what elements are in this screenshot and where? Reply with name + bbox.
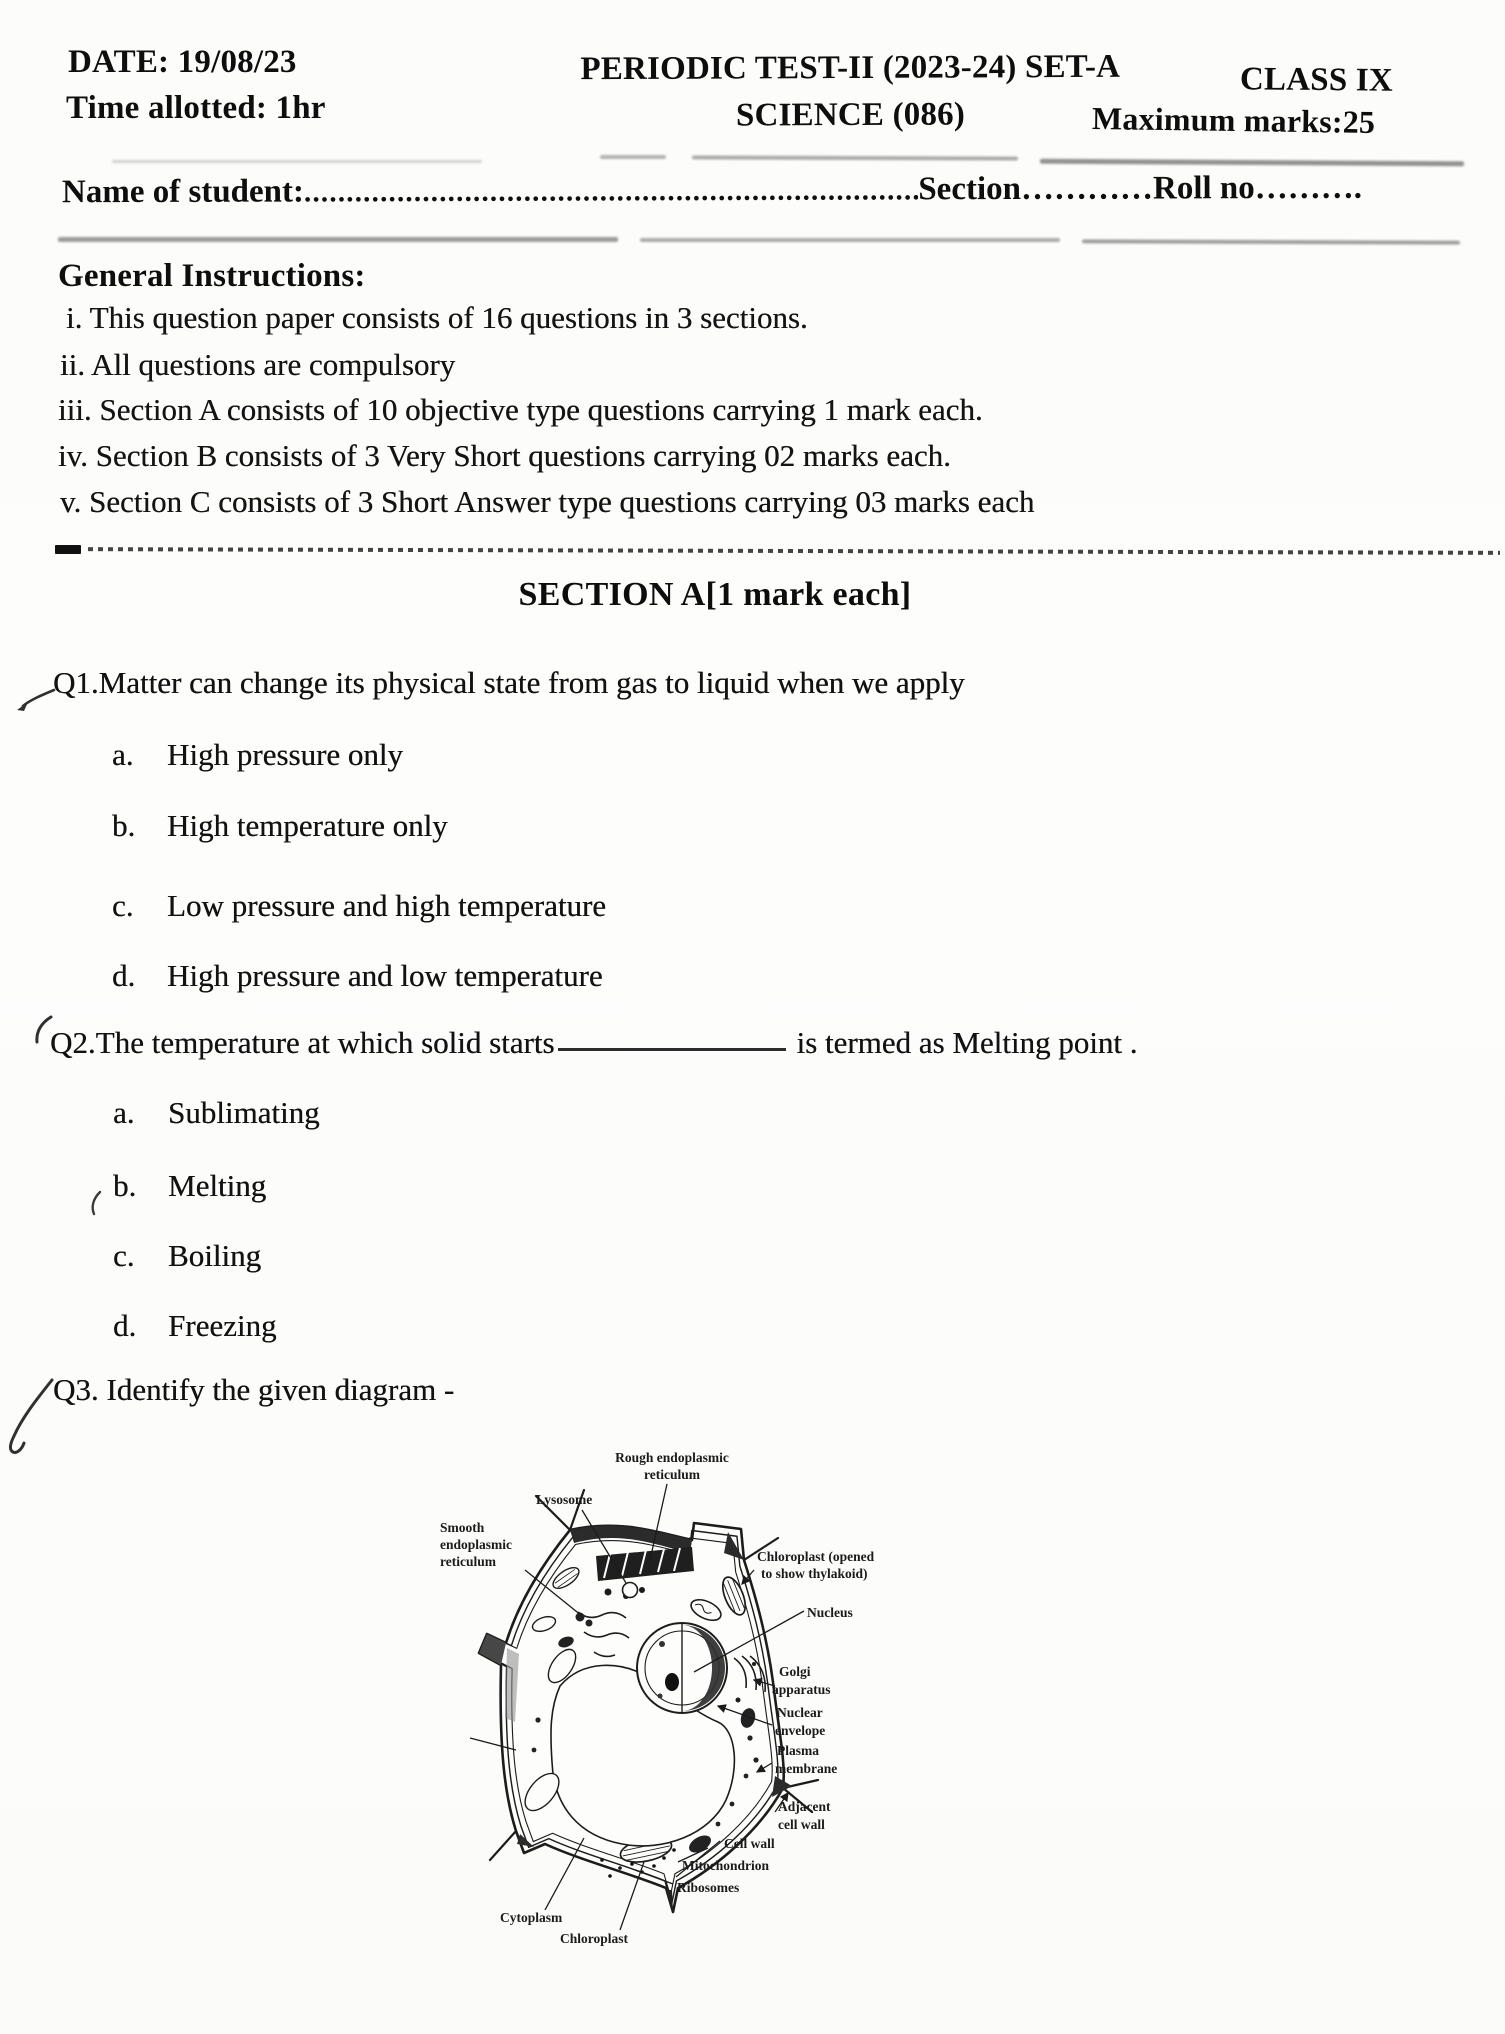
q2-text: Q2.The temperature at which solid starts… bbox=[50, 1025, 1137, 1061]
diagram-label-rough-er: Rough endoplasmic bbox=[615, 1450, 729, 1465]
mitochondrion-shape bbox=[531, 1598, 722, 1853]
diagram-label-rough-er: reticulum bbox=[644, 1467, 701, 1482]
leader-lines bbox=[469, 1483, 805, 1931]
cell-wall-outline bbox=[477, 1488, 820, 1914]
golgi-shape bbox=[733, 1655, 767, 1728]
diagram-label-ribosomes: Ribosomes bbox=[677, 1880, 739, 1895]
diagram-label-nuclear-envelope: Nuclear bbox=[777, 1705, 823, 1720]
diagram-label-plasma-membrane: Plasma bbox=[777, 1743, 819, 1758]
scan-artifact-line bbox=[600, 155, 666, 159]
pen-mark bbox=[9, 1378, 54, 1454]
instruction-item: v. Section C consists of 3 Short Answer … bbox=[60, 484, 1035, 519]
q2-text-before: Q2.The temperature at which solid starts bbox=[50, 1025, 555, 1060]
header-center: PERIODIC TEST-II (2023-24) SET-A SCIENCE… bbox=[450, 0, 1250, 134]
q2-option-a: a. Sublimating bbox=[113, 1095, 320, 1131]
option-key: c. bbox=[112, 888, 134, 923]
scan-artifact-line bbox=[58, 237, 618, 242]
option-key: b. bbox=[113, 1168, 137, 1203]
option-text: Melting bbox=[168, 1168, 267, 1203]
diagram-label-plasma-membrane: membrane bbox=[775, 1761, 837, 1776]
instruction-item: i. This question paper consists of 16 qu… bbox=[66, 300, 808, 335]
answer-blank bbox=[558, 1040, 787, 1051]
diagram-label-cytoplasm: Cytoplasm bbox=[500, 1910, 563, 1925]
roll-dots: ………. bbox=[1254, 169, 1363, 207]
diagram-label-smooth-er: endoplasmic bbox=[440, 1537, 512, 1552]
diagram-label-adjacent-cell-wall: Adjacent bbox=[778, 1799, 831, 1814]
lysosome-shape bbox=[621, 1581, 639, 1599]
diagram-label-nuclear-envelope: envelope bbox=[775, 1723, 825, 1738]
class-label: CLASS IX bbox=[1239, 61, 1394, 99]
instruction-item: ii. All questions are compulsory bbox=[60, 347, 456, 382]
section-dots: ………… bbox=[1020, 170, 1154, 207]
roll-label: Roll no bbox=[1152, 170, 1255, 207]
plant-cell-diagram: Rough endoplasmic reticulum Lysosome Smo… bbox=[440, 1450, 875, 1946]
header-time: Time allotted: 1hr bbox=[66, 90, 326, 126]
pen-mark bbox=[35, 1015, 53, 1044]
q2-option-b: b. Melting bbox=[113, 1168, 266, 1204]
diagram-label-golgi: apparatus bbox=[772, 1682, 831, 1697]
option-key: c. bbox=[113, 1238, 135, 1273]
pen-mark bbox=[91, 1190, 102, 1216]
option-text: Boiling bbox=[168, 1238, 262, 1273]
option-key: b. bbox=[112, 808, 136, 843]
option-key: d. bbox=[113, 1308, 137, 1343]
header-date: DATE: 19/08/23 bbox=[68, 44, 297, 80]
option-key: a. bbox=[113, 1095, 135, 1130]
pen-mark bbox=[17, 688, 56, 711]
instruction-item: iii. Section A consists of 10 objective … bbox=[58, 392, 983, 427]
diagram-label-mitochondrion: Mitochondrion bbox=[682, 1858, 769, 1873]
option-text: Low pressure and high temperature bbox=[167, 888, 607, 923]
option-text: Freezing bbox=[168, 1308, 277, 1343]
vesicle-shape bbox=[524, 1648, 577, 1812]
diagram-label-lysosome: Lysosome bbox=[536, 1492, 592, 1507]
diagram-label-cell-wall: Cell wall bbox=[724, 1836, 775, 1851]
rough-er-shape bbox=[596, 1547, 694, 1599]
q1-option-a: a. High pressure only bbox=[112, 737, 403, 773]
scan-artifact-line bbox=[691, 155, 1019, 161]
diagram-label-golgi: Golgi bbox=[779, 1664, 811, 1679]
section-label: Section bbox=[918, 170, 1022, 208]
option-key: a. bbox=[112, 737, 134, 772]
diagram-label-chloroplast-open: Chloroplast (opened bbox=[757, 1549, 875, 1564]
q2-option-c: c. Boiling bbox=[113, 1238, 261, 1274]
scan-artifact-line bbox=[1039, 158, 1465, 167]
diagram-label-chloroplast: Chloroplast bbox=[560, 1931, 629, 1946]
scan-artifact-line bbox=[640, 238, 1060, 242]
section-divider bbox=[87, 547, 1501, 555]
q3-text: Q3. Identify the given diagram - bbox=[53, 1372, 455, 1407]
scan-artifact-line bbox=[112, 160, 482, 163]
student-info-row: Name of student:........................… bbox=[62, 170, 1362, 212]
option-text: High temperature only bbox=[167, 808, 448, 843]
option-text: High pressure only bbox=[167, 737, 403, 772]
name-dots-leader: ........................................… bbox=[303, 174, 919, 209]
option-key: d. bbox=[112, 958, 136, 993]
q1-option-c: c. Low pressure and high temperature bbox=[112, 888, 606, 924]
q2-option-d: d. Freezing bbox=[113, 1308, 276, 1344]
diagram-label-chloroplast-open: to show thylakoid) bbox=[761, 1566, 868, 1581]
marks-label: Maximum marks:25 bbox=[1091, 100, 1376, 140]
option-text: High pressure and low temperature bbox=[167, 958, 603, 993]
instructions-heading: General Instructions: bbox=[58, 258, 366, 294]
scan-artifact-line bbox=[1081, 239, 1461, 245]
nucleus-shape bbox=[636, 1622, 728, 1714]
q2-text-after: is termed as Melting point . bbox=[796, 1025, 1138, 1060]
instruction-item: iv. Section B consists of 3 Very Short q… bbox=[58, 438, 951, 473]
diagram-label-smooth-er: Smooth bbox=[440, 1520, 485, 1535]
option-text: Sublimating bbox=[168, 1095, 320, 1130]
q1-option-d: d. High pressure and low temperature bbox=[112, 958, 603, 994]
section-a-heading: SECTION A[1 mark each] bbox=[518, 576, 912, 613]
q1-text: Q1.Matter can change its physical state … bbox=[53, 665, 965, 700]
diagram-label-adjacent-cell-wall: cell wall bbox=[778, 1817, 825, 1832]
smooth-er-shape bbox=[558, 1611, 630, 1668]
diagram-label-nucleus: Nucleus bbox=[807, 1605, 853, 1620]
exam-title: PERIODIC TEST-II (2023-24) SET-A bbox=[580, 48, 1121, 88]
diagram-label-smooth-er: reticulum bbox=[440, 1554, 497, 1569]
q1-option-b: b. High temperature only bbox=[112, 808, 448, 844]
separator-start-mark bbox=[55, 545, 81, 554]
student-name-label: Name of student: bbox=[61, 173, 305, 211]
